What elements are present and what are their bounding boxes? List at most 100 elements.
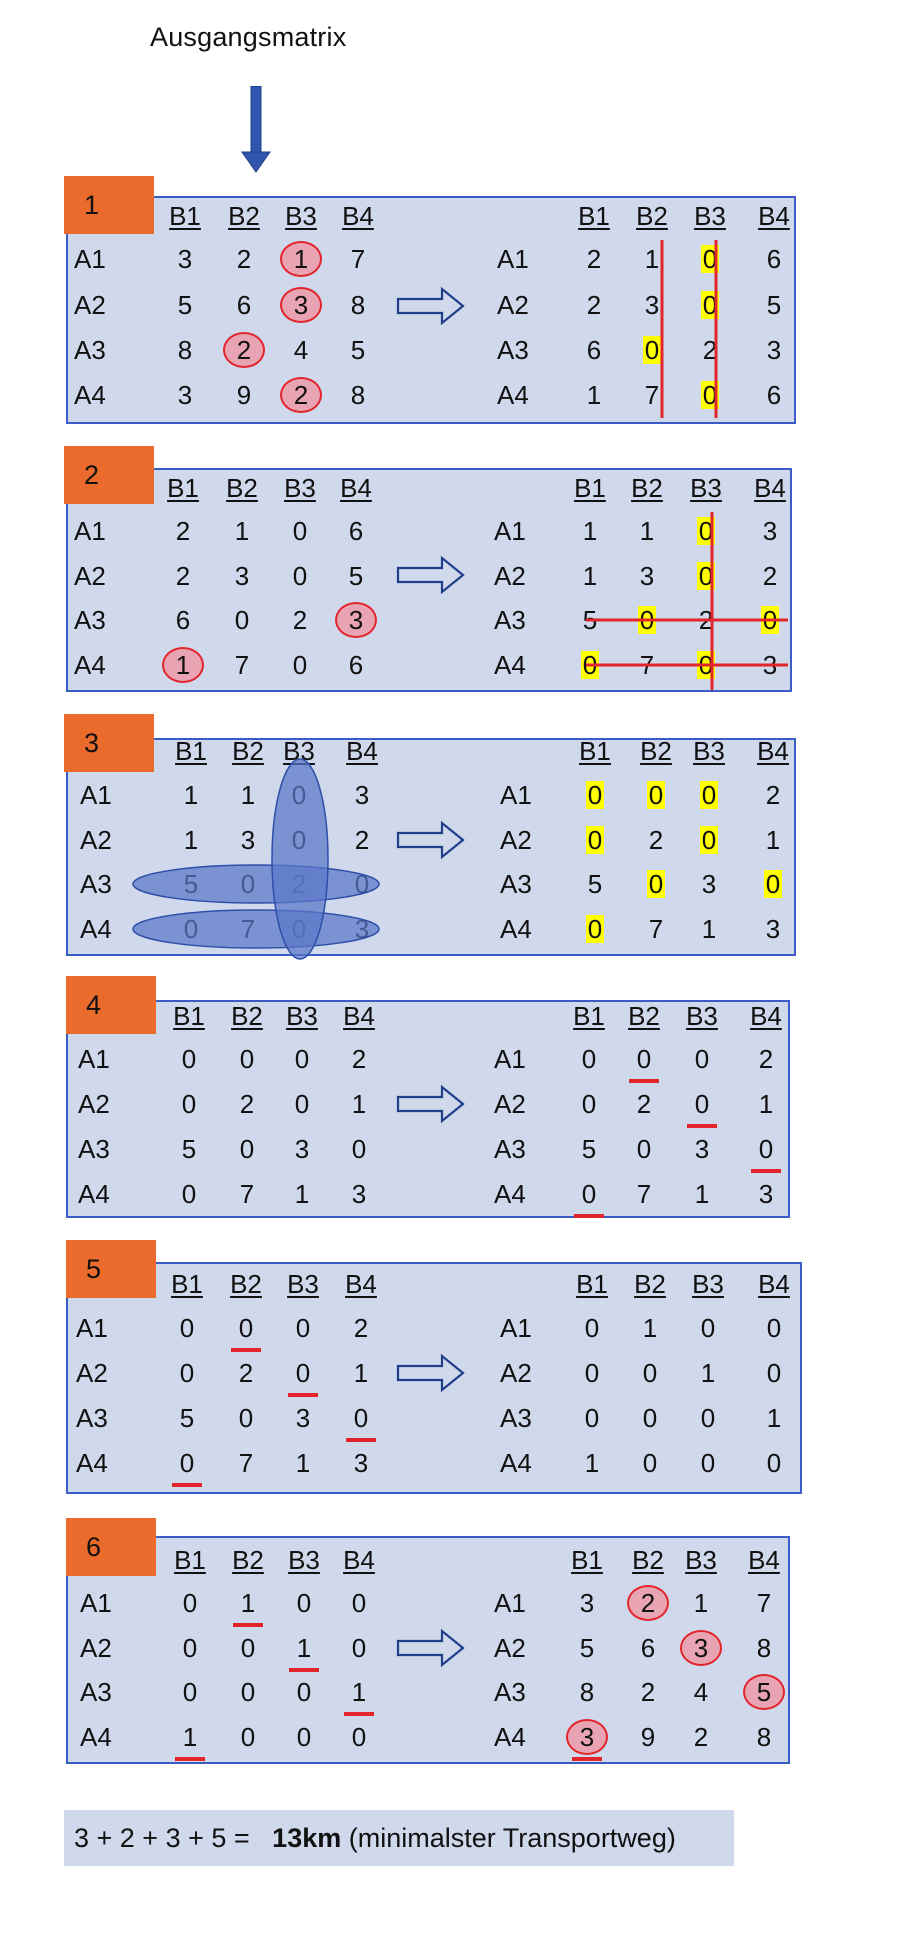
column-header: B1 [173,1001,205,1031]
column-header: B4 [757,736,789,766]
matrix-cell: 0 [167,1176,211,1212]
matrix-cell: 0 [165,1445,209,1487]
cell-value: 0 [642,335,662,365]
matrix-cell: 0 [622,1041,666,1083]
row-header: A3 [497,335,529,365]
cell-value: 0 [181,1089,197,1119]
column-header: B2 [628,1001,660,1031]
matrix-cell: 0 [744,1131,788,1173]
arrow-right-icon [396,1353,465,1393]
column-header: B4 [758,201,790,231]
cell-value: 0 [584,1403,600,1433]
matrix-cell: 0 [226,1630,270,1666]
cell-value: 2 [636,1089,652,1119]
matrix-cell: 1 [169,777,213,813]
cell-value: 0 [636,1044,652,1074]
matrix-cell: 7 [630,377,674,413]
matrix-cell: 0 [688,241,732,277]
row-header: A4 [76,1448,108,1478]
column-header: B3 [285,201,317,231]
cell-value: 5 [756,1677,772,1707]
cell-value: 7 [639,650,655,680]
column-header: B4 [748,1545,780,1575]
matrix-cell: 1 [744,1086,788,1122]
matrix-cell: 3 [565,1719,609,1761]
column-header: B2 [640,736,672,766]
row-header: A1 [494,1044,526,1074]
column-header: B1 [573,1001,605,1031]
row-header: A4 [74,380,106,410]
column-header: B1 [171,1269,203,1299]
cell-value: 0 [182,1677,198,1707]
matrix-cell: 3 [337,1176,381,1212]
matrix-cell: 5 [165,1400,209,1436]
row-header: A2 [494,1633,526,1663]
matrix-cell: 0 [226,866,270,902]
cell-value: 1 [582,561,598,591]
matrix-cell: 0 [684,647,728,683]
cell-value: 2 [702,335,718,365]
column-header: B1 [167,473,199,503]
cell-value: 0 [182,1633,198,1663]
matrix-cell: 3 [279,287,323,323]
cell-value: 1 [293,244,309,274]
cell-value: 3 [234,561,250,591]
cell-value: 3 [579,1588,595,1618]
matrix-cell: 5 [568,602,612,638]
column-header: B4 [750,1001,782,1031]
matrix-cell: 2 [622,1086,666,1122]
matrix-cell: 0 [226,1719,270,1755]
cell-value: 1 [294,1179,310,1209]
row-header: A1 [500,780,532,810]
cell-value: 1 [182,1722,198,1752]
matrix-cell: 1 [572,377,616,413]
column-header: B1 [576,1269,608,1299]
matrix-cell: 0 [567,1176,611,1218]
cell-value: 0 [294,1044,310,1074]
row-header: A3 [494,605,526,635]
matrix-cell: 0 [686,1400,730,1436]
matrix-cell: 3 [630,287,674,323]
column-header: B2 [232,736,264,766]
matrix-cell: 6 [626,1630,670,1666]
row-header: A4 [500,1448,532,1478]
cell-value: 5 [177,290,193,320]
cell-value: 1 [701,914,717,944]
matrix-cell: 5 [752,287,796,323]
cell-value: 1 [240,780,256,810]
matrix-cell: 2 [222,241,266,277]
matrix-cell: 3 [339,1445,383,1481]
step-panel-6 [66,1536,790,1764]
cell-value: 3 [758,1179,774,1209]
assignment-underline [175,1757,205,1761]
assignment-underline [574,1214,604,1218]
cell-value: 9 [236,380,252,410]
cell-value: 0 [183,914,199,944]
matrix-cell: 1 [279,241,323,277]
cell-value: 1 [758,1089,774,1119]
assignment-underline [289,1668,319,1672]
cell-value: 3 [353,1448,369,1478]
cell-value: 2 [762,561,778,591]
cell-value: 7 [238,1448,254,1478]
column-header: B4 [343,1545,375,1575]
column-header: B4 [754,473,786,503]
matrix-cell: 6 [161,602,205,638]
row-header: A1 [497,244,529,274]
matrix-cell: 0 [751,866,795,902]
column-header: B1 [574,473,606,503]
matrix-cell: 2 [161,558,205,594]
cell-value: 0 [292,561,308,591]
cell-value: 3 [293,290,309,320]
matrix-cell: 2 [225,1086,269,1122]
column-header: B3 [693,736,725,766]
assignment-underline [751,1169,781,1173]
cell-value: 0 [700,244,720,274]
matrix-cell: 0 [688,377,732,413]
cell-value: 5 [181,1134,197,1164]
matrix-cell: 1 [752,1400,796,1436]
matrix-cell: 4 [279,332,323,368]
column-header: B4 [342,201,374,231]
matrix-cell: 0 [686,1445,730,1481]
column-header: B3 [287,1269,319,1299]
